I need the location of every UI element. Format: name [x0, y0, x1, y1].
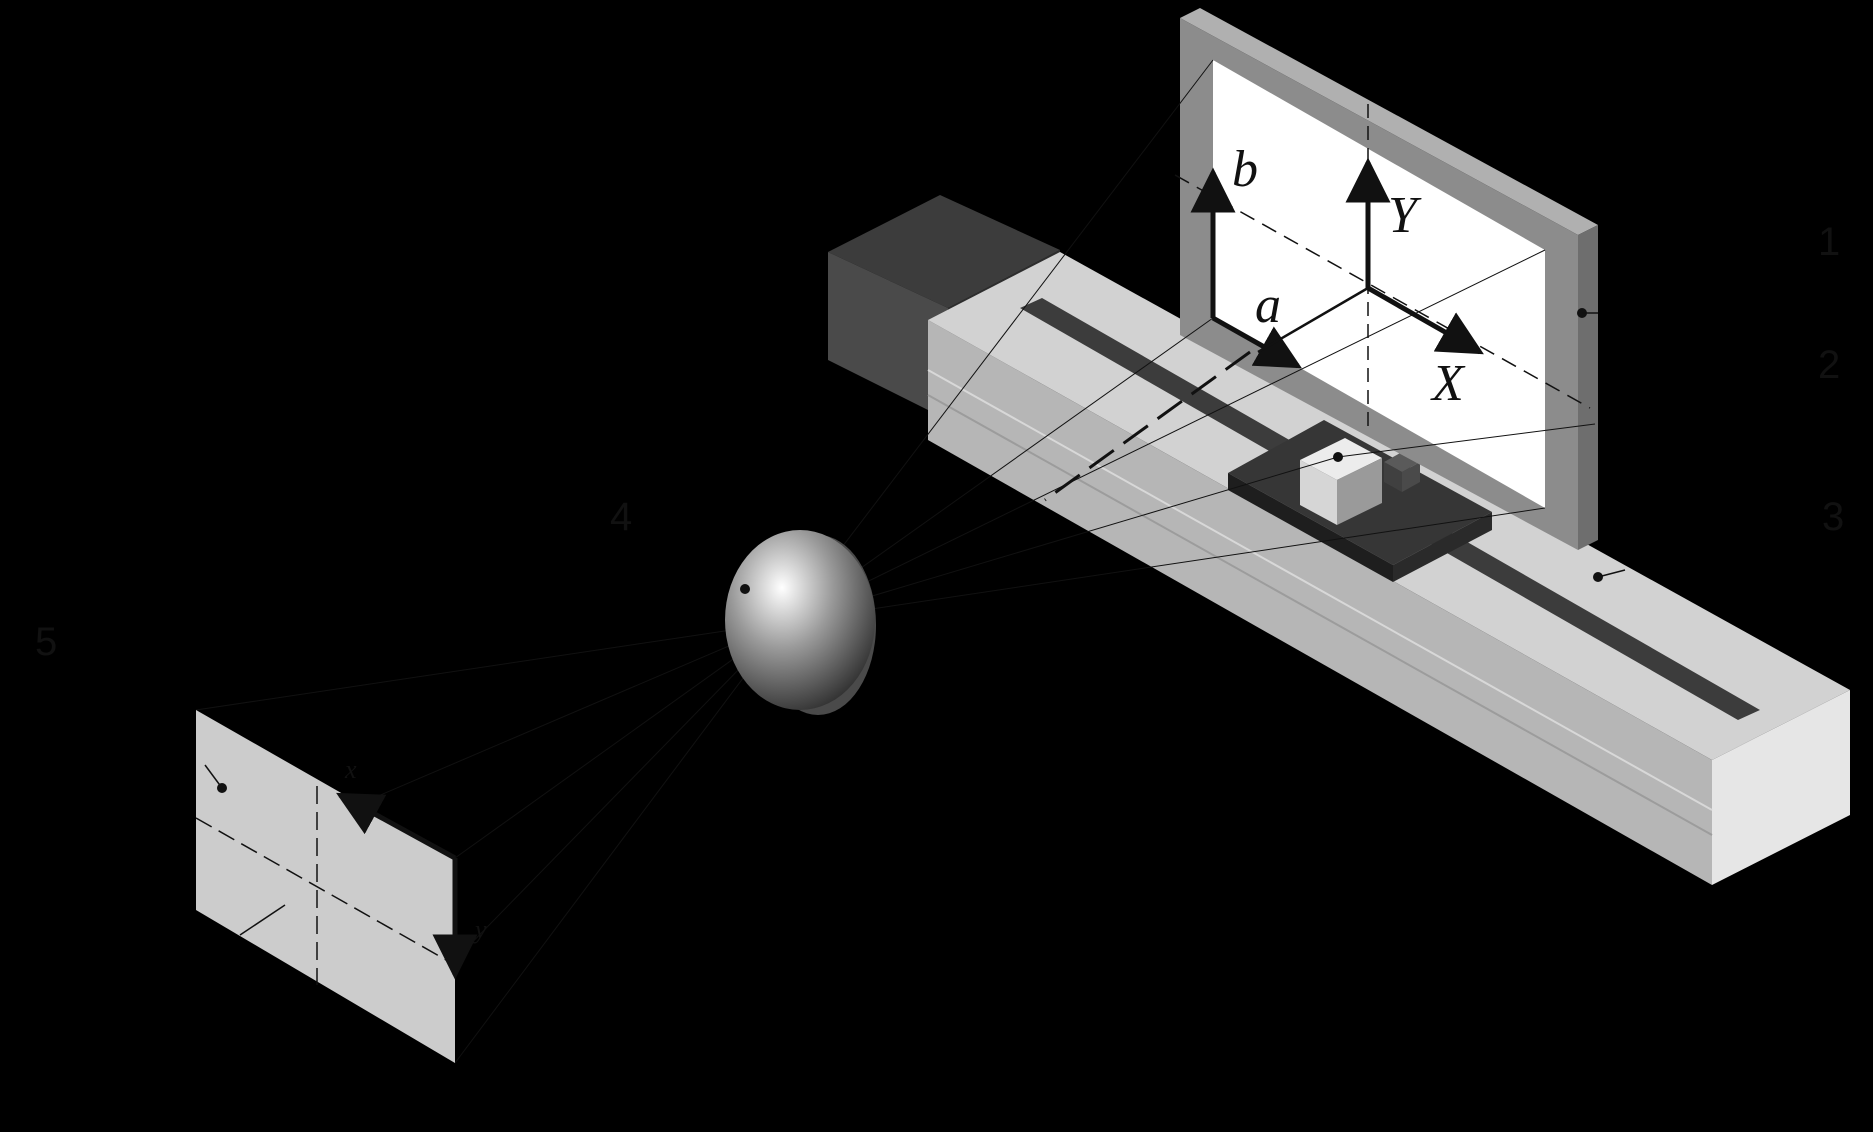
image-x-arrow — [336, 792, 457, 861]
callout-2: 2 — [1818, 343, 1840, 387]
callout-leaders — [204, 308, 1626, 793]
b-label: b — [1232, 141, 1258, 198]
callout-4: 4 — [610, 495, 632, 539]
x-axis-arrow — [1366, 285, 1484, 355]
leader-line — [204, 764, 223, 789]
image-x-label: x — [344, 755, 357, 784]
screen-face — [1213, 60, 1545, 508]
callout-1: 1 — [1818, 220, 1840, 264]
a-label: a — [1255, 277, 1281, 334]
lens — [725, 530, 876, 715]
screen-centerline-horizontal — [1174, 174, 1591, 409]
callout-5: 5 — [35, 620, 57, 664]
rail-groove-line — [927, 394, 1713, 836]
image-centerline-horizontal — [195, 817, 456, 966]
leader-line — [1597, 569, 1626, 578]
diagonal-axis-line — [1257, 286, 1369, 354]
optical-axis-dashed — [1044, 350, 1251, 502]
rail-groove-line — [927, 369, 1713, 811]
image-plane — [195, 710, 478, 1063]
screen-axes — [1044, 104, 1591, 502]
screen — [1180, 8, 1598, 550]
leader-dot — [740, 584, 750, 594]
image-y-label: y — [472, 915, 487, 944]
axis-x-label: X — [1430, 355, 1466, 412]
a-axis-arrow — [1211, 315, 1302, 369]
callout-3: 3 — [1822, 495, 1844, 539]
leader-dot — [1333, 452, 1343, 462]
axis-y-label: Y — [1388, 187, 1422, 244]
image-diagonal-line — [239, 904, 286, 936]
